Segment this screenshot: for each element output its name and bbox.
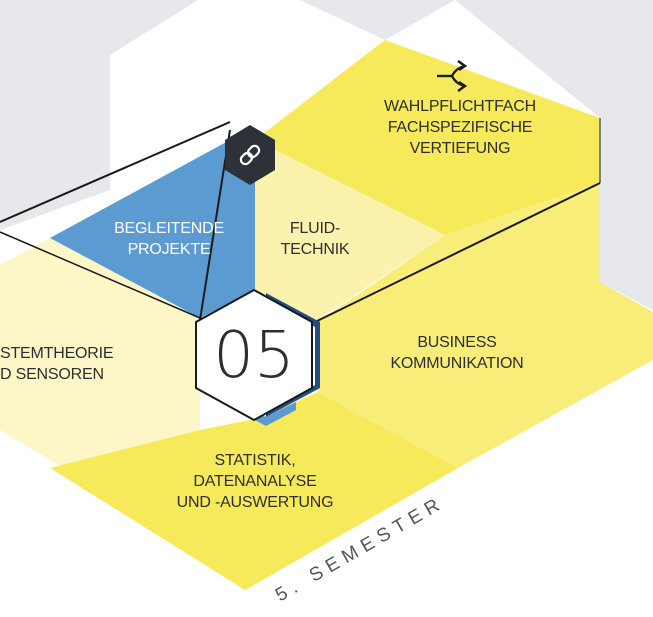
divider-line-low [0, 231, 201, 319]
divider-line-left [0, 121, 231, 223]
label-systemtheorie: STEMTHEORIE D SENSOREN [0, 343, 128, 385]
tile-begleitende [50, 140, 255, 318]
label-line: TECHNIK [280, 241, 350, 258]
label-line: VERTIEFUNG [409, 140, 511, 157]
link-chain-icon [239, 144, 261, 166]
label-line: STEMTHEORIE [0, 345, 114, 362]
branch-arrow-icon [437, 60, 468, 92]
tile-business [318, 183, 653, 468]
tile-wahlpflicht [255, 40, 600, 235]
label-line: STATISTIK, [214, 452, 296, 469]
label-statistik: STATISTIK, DATENANALYSE UND -AUSWERTUNG [150, 450, 360, 513]
divider-line-right [314, 182, 601, 323]
label-line: BUSINESS [417, 334, 497, 351]
label-line: UND -AUSWERTUNG [176, 494, 334, 511]
semester-number: 05 [213, 319, 295, 393]
label-wahlpflicht: WAHLPFLICHTFACH FACHSPEZIFISCHE VERTIEFU… [360, 96, 560, 159]
label-line: WAHLPFLICHTFACH [384, 98, 536, 115]
grey-tile-right [455, 0, 653, 310]
label-business: BUSINESS KOMMUNIKATION [372, 332, 542, 374]
label-begleitende: BEGLEITENDE PROJEKTE [94, 218, 244, 260]
center-hexagon [195, 288, 313, 422]
label-line: BEGLEITENDE [114, 220, 224, 237]
label-line: D SENSOREN [0, 366, 104, 383]
label-line: DATENANALYSE [193, 473, 317, 490]
tile-fluid [255, 140, 445, 322]
tile-statistik [50, 392, 458, 590]
label-line: PROJEKTE [127, 241, 211, 258]
grey-tile-left [0, 0, 198, 230]
label-line: FACHSPEZIFISCHE [387, 119, 533, 136]
tile-systemtheorie [0, 238, 200, 478]
label-line: FLUID- [289, 220, 341, 237]
grey-tile-top [300, 0, 455, 40]
label-fluid: FLUID- TECHNIK [268, 218, 362, 260]
label-line: KOMMUNIKATION [390, 355, 524, 372]
